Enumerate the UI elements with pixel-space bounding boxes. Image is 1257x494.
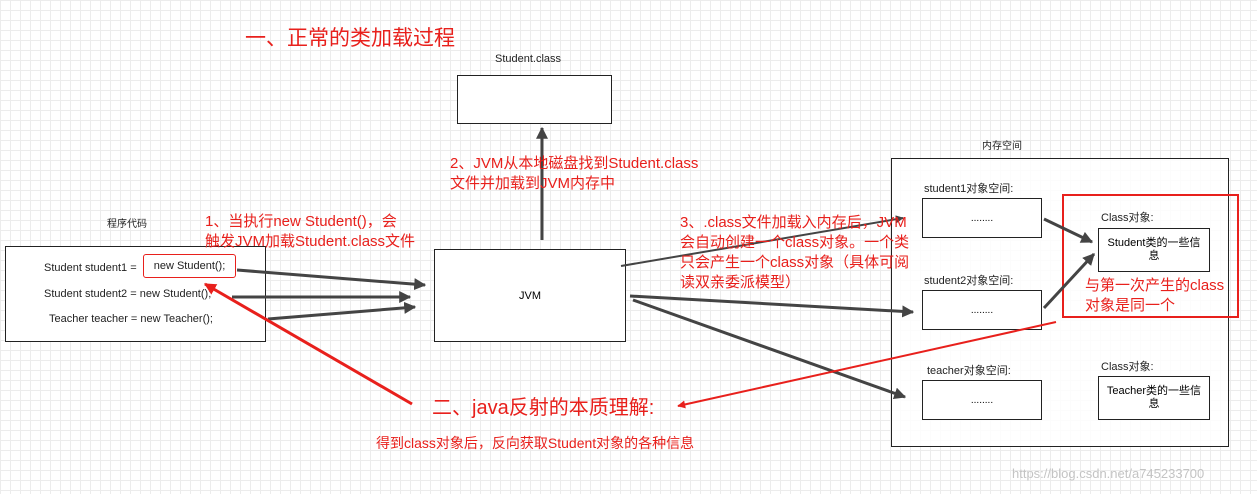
step3-line2: 会自动创建一个class对象。一个类 [680, 234, 910, 251]
arrow-jvm-student2 [629, 294, 915, 318]
teacher-space-label: teacher对象空间: [927, 365, 1011, 377]
same-line2: 对象是同一个 [1085, 297, 1176, 314]
teacher-space-box: ........ [922, 380, 1042, 420]
code-line-student2: Student student2 = new Student(); [44, 288, 212, 300]
step3-annotation: 3、.class文件加载入内存后，JVM 会自动创建一个class对象。一个类 … [680, 213, 909, 293]
student2-space-box: ........ [922, 290, 1042, 330]
step3-line1: 3、.class文件加载入内存后，JVM [680, 214, 907, 231]
student2-space-label: student2对象空间: [924, 275, 1014, 287]
student1-space-box: ........ [922, 198, 1042, 238]
memory-space-label: 内存空间 [982, 141, 1022, 152]
step2-line2: 文件并加载到JVM内存中 [450, 175, 616, 192]
reflection-title: 二、java反射的本质理解: [432, 397, 655, 419]
step3-line4: 读双亲委派模型） [680, 274, 801, 291]
same-class-object-annotation: 与第一次产生的class 对象是同一个 [1085, 276, 1224, 316]
jvm-box: JVM [434, 249, 626, 342]
watermark: https://blog.csdn.net/a745233700 [1012, 466, 1205, 481]
step2-annotation: 2、JVM从本地磁盘找到Student.class 文件并加载到JVM内存中 [450, 154, 698, 194]
teacher-class-object-label: Class对象: [1101, 361, 1154, 373]
code-line-teacher: Teacher teacher = new Teacher(); [49, 313, 213, 325]
student1-space-label: student1对象空间: [924, 183, 1014, 195]
arrow-jvm-teacher [632, 298, 907, 400]
step1-annotation: 1、当执行new Student()，会 触发JVM加载Student.clas… [205, 212, 415, 252]
section-title-normal-loading: 一、正常的类加载过程 [245, 27, 455, 50]
student-class-box [457, 75, 612, 124]
arrow-code3-jvm [267, 301, 417, 321]
reflection-description: 得到class对象后，反向获取Student对象的各种信息 [376, 435, 695, 451]
step1-line2: 触发JVM加载Student.class文件 [205, 233, 416, 250]
student-class-label: Student.class [495, 53, 562, 65]
student-class-info-box: Student类的一些信息 [1098, 228, 1210, 272]
step3-line3: 只会产生一个class对象（具体可阅 [680, 254, 910, 271]
teacher-class-info-box: Teacher类的一些信息 [1098, 376, 1210, 420]
program-code-label: 程序代码 [107, 219, 147, 230]
new-student-highlight: new Student(); [143, 254, 236, 278]
same-line1: 与第一次产生的class [1085, 277, 1225, 294]
student-class-object-label: Class对象: [1101, 212, 1154, 224]
code-line-student1: Student student1 = [44, 262, 137, 274]
step1-line1: 1、当执行new Student()，会 [205, 213, 397, 230]
step2-line1: 2、JVM从本地磁盘找到Student.class [450, 155, 699, 172]
